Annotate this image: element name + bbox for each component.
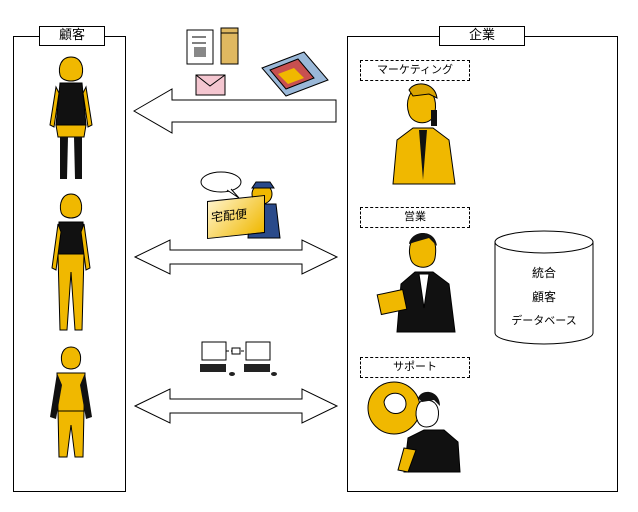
customer-figure-1-icon xyxy=(49,56,93,179)
database-label-line2: 顧客 xyxy=(531,290,556,304)
speech-bubble-icon xyxy=(200,171,242,199)
networked-computers-icon xyxy=(200,341,277,376)
database-label-line1: 統合 xyxy=(531,266,556,280)
sales-staff-icon xyxy=(376,233,456,333)
envelope-brown-icon xyxy=(220,27,239,65)
company-panel-title: 企業 xyxy=(439,26,525,46)
customer-panel-title: 顧客 xyxy=(39,26,105,46)
database-cylinder-icon xyxy=(494,230,594,345)
envelope-pink-icon xyxy=(195,74,226,96)
customer-figure-2-icon xyxy=(51,193,91,331)
customer-database: 統合 顧客 データベース xyxy=(494,230,594,345)
role-label-sales: 営業 xyxy=(360,207,470,228)
database-label-line3: データベース xyxy=(511,314,577,327)
role-label-support: サポート xyxy=(360,357,470,378)
customer-figure-3-icon xyxy=(50,346,92,458)
marketing-staff-icon xyxy=(392,83,456,185)
delivery-box-label: 宅配便 xyxy=(211,206,248,225)
delivery-box: 宅配便 xyxy=(207,194,265,240)
role-label-marketing: マーケティング xyxy=(360,60,470,81)
document-icon xyxy=(186,29,214,65)
magazine-icon xyxy=(261,51,329,97)
support-staff-icon xyxy=(367,381,461,473)
